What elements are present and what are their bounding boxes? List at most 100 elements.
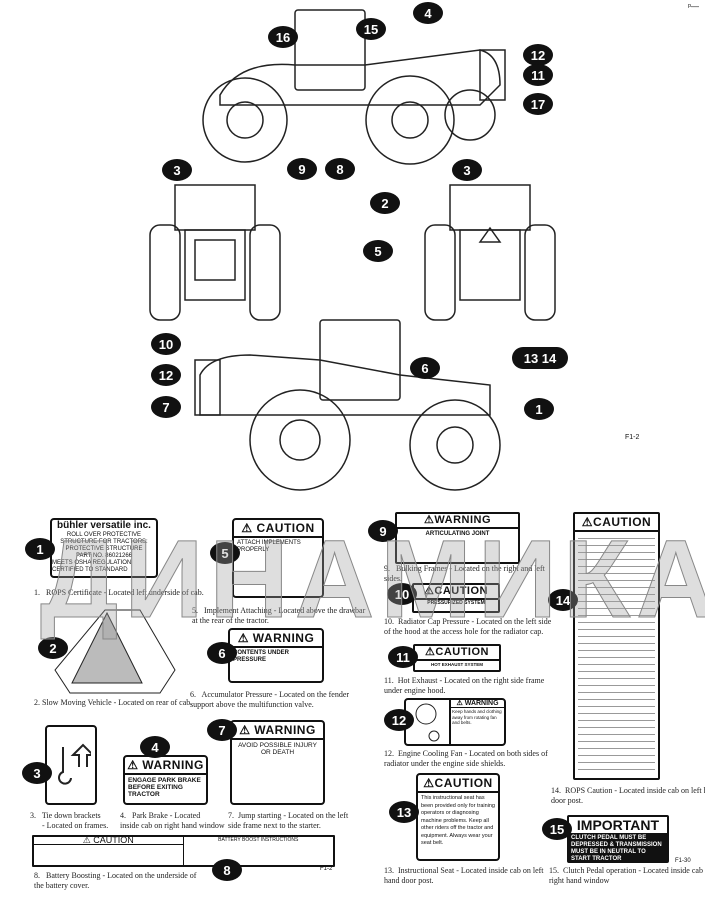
callout-7: 7 xyxy=(151,396,181,418)
callout-12: 12 xyxy=(384,709,414,731)
callout-1: 1 xyxy=(25,538,55,560)
decal-header: IMPORTANT xyxy=(576,817,660,833)
callout-8: 8 xyxy=(325,158,355,180)
callout-10: 10 xyxy=(151,333,181,355)
decal-rops-caution: ⚠CAUTION xyxy=(573,512,660,780)
decal-header: ⚠CAUTION xyxy=(418,775,498,793)
callout-4: 4 xyxy=(413,2,443,24)
callout-14: 14 xyxy=(548,589,578,611)
header-text: WARNING xyxy=(252,631,315,645)
caption: 9. Bulking Frames - Located on the right… xyxy=(384,564,545,583)
decal-fine-print xyxy=(578,535,655,775)
caption: 10. Radiator Cap Pressure - Located on t… xyxy=(384,617,552,636)
decal-header: ⚠WARNING xyxy=(397,514,518,529)
callout-13-14: 13 14 xyxy=(512,347,568,369)
callout-15: 15 xyxy=(356,18,386,40)
caption: 3. Tie down brackets - Located on frames… xyxy=(30,811,109,830)
callout-5: 5 xyxy=(363,240,393,262)
decal-clutch-pedal: IMPORTANT CLUTCH PEDAL MUST BE DEPRESSED… xyxy=(567,815,669,863)
callout-17: 17 xyxy=(523,93,553,115)
decal-body: Keep hands and clothing away from rotati… xyxy=(452,709,502,725)
header-text: CAUTION xyxy=(435,646,489,658)
callout-4: 4 xyxy=(140,736,170,758)
callout-2: 2 xyxy=(370,192,400,214)
caption: 12. Engine Cooling Fan - Located on both… xyxy=(384,749,548,768)
decal-header: ⚠CAUTION xyxy=(414,585,498,600)
decal-header: ⚠ WARNING xyxy=(125,757,206,775)
decal-body: CONTENTS UNDER PRESSURE xyxy=(233,650,290,663)
decal-header: ⚠CAUTION xyxy=(575,514,658,532)
caption: 13. Instructional Seat - Located inside … xyxy=(384,866,544,885)
decal-header: ⚠ WARNING xyxy=(451,700,504,708)
figure-label: F1-30 xyxy=(675,858,691,864)
callout-3: 3 xyxy=(22,762,52,784)
callout-5: 5 xyxy=(210,542,240,564)
callout-1: 1 xyxy=(524,398,554,420)
callout-10: 10 xyxy=(387,583,417,605)
fan-belt-icon xyxy=(415,703,440,742)
decal-text: PROTECTIVE STRUCTURE xyxy=(65,546,143,552)
tractor-front-view xyxy=(149,184,281,321)
tractor-top-view xyxy=(202,9,506,165)
header-text: WARNING xyxy=(464,700,499,707)
caption: 8. Battery Boosting - Located on the und… xyxy=(34,871,197,890)
decal-header: ⚠ CAUTION xyxy=(34,837,183,845)
brand: bühler versatile inc. xyxy=(57,520,151,531)
smv-triangle-icon xyxy=(54,609,176,694)
callout-16: 16 xyxy=(268,26,298,48)
decal-accumulator: ⚠ WARNING CONTENTS UNDER PRESSURE xyxy=(228,628,324,683)
decal-header: ⚠ CAUTION xyxy=(234,520,322,538)
caption: 14. ROPS Caution - Located inside cab on… xyxy=(551,786,705,805)
callout-13: 13 xyxy=(389,801,419,823)
decal-tie-down xyxy=(45,725,97,805)
caption: 1. ROPS Certificate - Located left under… xyxy=(34,588,204,597)
header-text: WARNING xyxy=(434,514,492,526)
callout-12b: 12 xyxy=(151,364,181,386)
callout-7: 7 xyxy=(207,719,237,741)
tie-down-icon xyxy=(58,743,91,785)
decal-text: PART NO. 86021266 xyxy=(75,553,133,559)
callout-2: 2 xyxy=(38,637,68,659)
callout-6: 6 xyxy=(207,642,237,664)
corner-mark: ᵖ— xyxy=(687,2,699,11)
header-text: WARNING xyxy=(142,758,204,772)
decal-park-brake: ⚠ WARNING ENGAGE PARK BRAKE BEFORE EXITI… xyxy=(123,755,208,805)
caption: 7. Jump starting - Located on the left s… xyxy=(228,811,349,830)
callout-8: 8 xyxy=(212,859,242,881)
decal-body: ATTACH IMPLEMENTS PROPERLY xyxy=(237,540,301,553)
decal-header: ⚠ WARNING xyxy=(230,630,322,648)
decal-jump-start: ⚠ WARNING AVOID POSSIBLE INJURY OR DEATH xyxy=(230,720,325,805)
caption: 4. Park Brake - Located inside cab on ri… xyxy=(120,811,225,830)
decal-text: ROLL OVER PROTECTIVE STRUCTURE FOR TRACT… xyxy=(60,532,148,545)
callout-15: 15 xyxy=(542,818,572,840)
callout-6: 6 xyxy=(410,357,440,379)
callout-11: 11 xyxy=(523,64,553,86)
decal-rops-certificate: bühler versatile inc. ROLL OVER PROTECTI… xyxy=(50,518,158,578)
decal-header: ⚠CAUTION xyxy=(415,646,499,661)
decal-instructional-seat: ⚠CAUTION This instructional seat has bee… xyxy=(416,773,500,861)
caption: 15. Clutch Pedal operation - Located ins… xyxy=(549,866,705,885)
header-text: CAUTION xyxy=(256,521,315,535)
decal-body: PRESSURIZED SYSTEM xyxy=(427,600,485,606)
decal-subheader: BATTERY BOOST INSTRUCTIONS xyxy=(218,837,299,843)
header-text: CAUTION xyxy=(593,515,652,529)
caption: 2. Slow Moving Vehicle - Located on rear… xyxy=(34,698,193,707)
header-text: CAUTION xyxy=(434,585,488,597)
decal-text: MEETS OSHA REGULATION xyxy=(52,560,132,566)
decal-body: AVOID POSSIBLE INJURY OR DEATH xyxy=(238,742,317,756)
callout-11: 11 xyxy=(388,646,418,668)
callout-12: 12 xyxy=(523,44,553,66)
decal-header: ⚠ WARNING xyxy=(232,722,323,740)
decal-hot-exhaust: ⚠CAUTION HOT EXHAUST SYSTEM COMPONENTS xyxy=(413,644,501,672)
caption: 6. Accumulator Pressure - Located on the… xyxy=(190,690,350,709)
figure-label: F1-2 xyxy=(320,866,333,872)
callout-9: 9 xyxy=(368,520,398,542)
decal-implement: ⚠ CAUTION ATTACH IMPLEMENTS PROPERLY xyxy=(232,518,324,598)
callout-3: 3 xyxy=(162,159,192,181)
header-text: CAUTION xyxy=(434,776,493,790)
decal-text: CERTIFIED TO STANDARD xyxy=(52,567,128,573)
callout-9: 9 xyxy=(287,158,317,180)
decal-body: HOT EXHAUST SYSTEM COMPONENTS xyxy=(430,662,483,672)
header-text: WARNING xyxy=(254,723,316,737)
